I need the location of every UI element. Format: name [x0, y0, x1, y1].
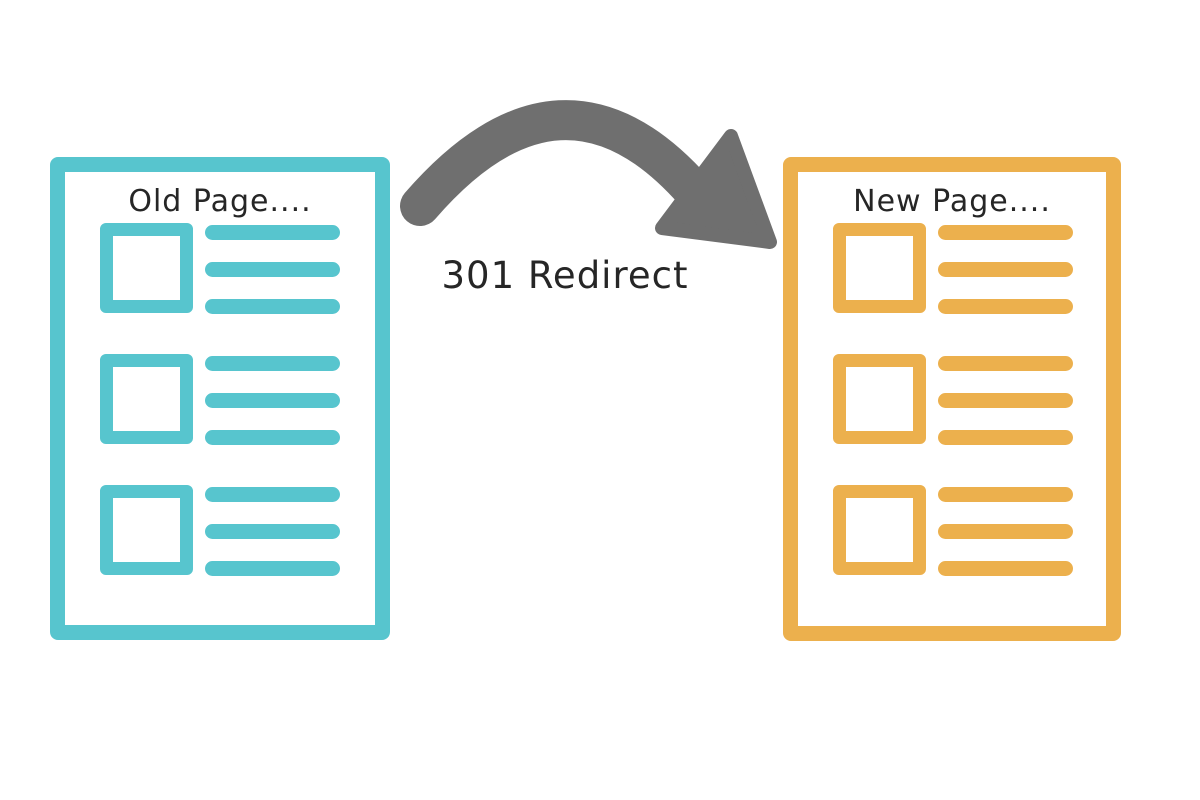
- text-line: [205, 299, 340, 314]
- checkbox-square: [100, 354, 193, 444]
- text-line: [205, 561, 340, 576]
- redirect-arrow-label: 301 Redirect: [441, 254, 689, 297]
- text-line: [938, 356, 1073, 371]
- text-lines: [938, 485, 1073, 576]
- text-line: [205, 356, 340, 371]
- text-line: [938, 430, 1073, 445]
- arrow-head: [655, 129, 777, 249]
- page-row: [100, 354, 340, 445]
- text-lines: [938, 354, 1073, 445]
- new-page-card: New Page....: [783, 157, 1121, 641]
- text-line: [938, 262, 1073, 277]
- page-row: [833, 354, 1073, 445]
- checkbox-square: [100, 223, 193, 313]
- text-line: [938, 299, 1073, 314]
- checkbox-square: [833, 223, 926, 313]
- checkbox-square: [833, 485, 926, 575]
- old-page-card: Old Page....: [50, 157, 390, 640]
- text-line: [938, 225, 1073, 240]
- text-lines: [205, 485, 340, 576]
- text-line: [205, 225, 340, 240]
- old-page-content: [100, 223, 340, 576]
- old-page-title: Old Page....: [128, 184, 312, 219]
- page-row: [833, 485, 1073, 576]
- text-line: [205, 262, 340, 277]
- page-row: [833, 223, 1073, 314]
- checkbox-square: [833, 354, 926, 444]
- text-line: [938, 393, 1073, 408]
- text-line: [938, 561, 1073, 576]
- text-line: [205, 524, 340, 539]
- arrow-curve: [400, 100, 714, 226]
- text-line: [938, 487, 1073, 502]
- page-row: [100, 223, 340, 314]
- text-lines: [205, 354, 340, 445]
- page-row: [100, 485, 340, 576]
- new-page-content: [833, 223, 1073, 576]
- text-line: [205, 487, 340, 502]
- checkbox-square: [100, 485, 193, 575]
- text-line: [205, 430, 340, 445]
- text-lines: [938, 223, 1073, 314]
- new-page-title: New Page....: [853, 184, 1051, 219]
- text-lines: [205, 223, 340, 314]
- text-line: [205, 393, 340, 408]
- text-line: [938, 524, 1073, 539]
